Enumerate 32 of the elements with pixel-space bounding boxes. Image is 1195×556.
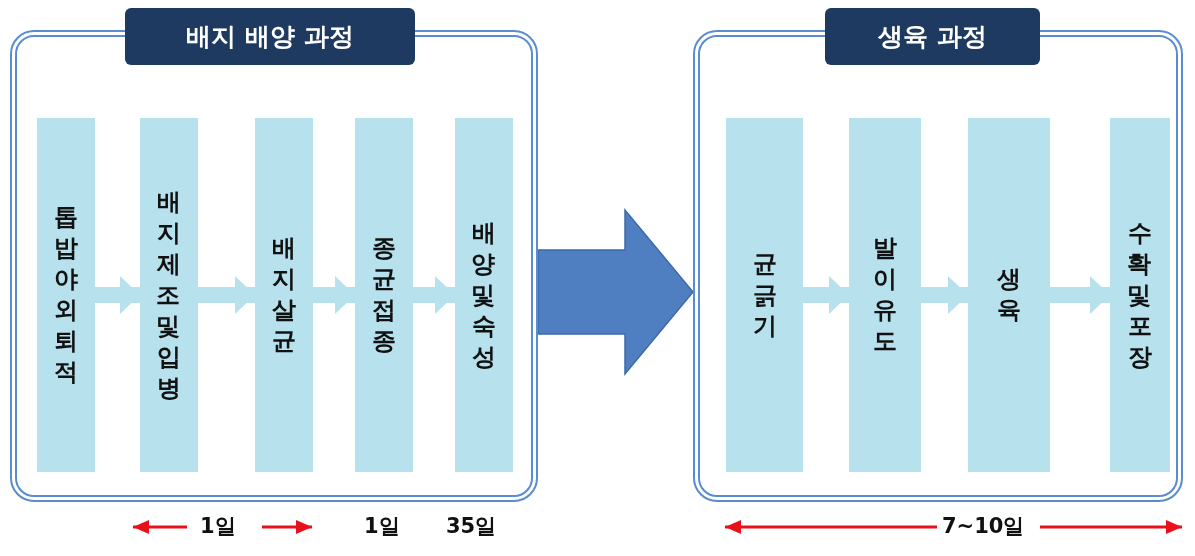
duration-label: 1일: [364, 513, 400, 540]
arrow: [313, 276, 355, 314]
arrow: [198, 276, 255, 314]
arrow: [413, 276, 455, 314]
arrow: [1050, 276, 1110, 314]
step-box: [726, 118, 803, 472]
step-box: [37, 118, 95, 472]
title-tab: 생육 과정: [825, 8, 1040, 65]
block-arrow: [537, 207, 694, 377]
step-label: 발이유도: [872, 233, 898, 357]
duration-label: 1일: [200, 513, 236, 540]
step-label: 수확 및 포장: [1127, 217, 1153, 373]
arrow: [803, 276, 849, 314]
title-tab: 배지 배양 과정: [125, 8, 415, 65]
step-label: 배지제조 및 입병: [156, 186, 182, 404]
step-label: 종균접종: [371, 233, 397, 357]
arrow: [95, 276, 140, 314]
step-box: [849, 118, 921, 472]
step-label: 배양 및 숙성: [471, 217, 497, 373]
step-label: 톱밥야외퇴적: [53, 202, 79, 388]
step-box: [968, 118, 1050, 472]
step-box: [1110, 118, 1170, 472]
duration-label: 7~10일: [942, 513, 1025, 540]
duration-label: 35일: [446, 513, 497, 540]
step-box: [355, 118, 413, 472]
step-box: [140, 118, 198, 472]
step-label: 균긁기: [751, 248, 778, 342]
step-label: 배지살균: [271, 233, 297, 357]
arrow: [921, 276, 968, 314]
step-box: [455, 118, 513, 472]
step-box: [255, 118, 313, 472]
step-label: 생육: [996, 264, 1022, 326]
